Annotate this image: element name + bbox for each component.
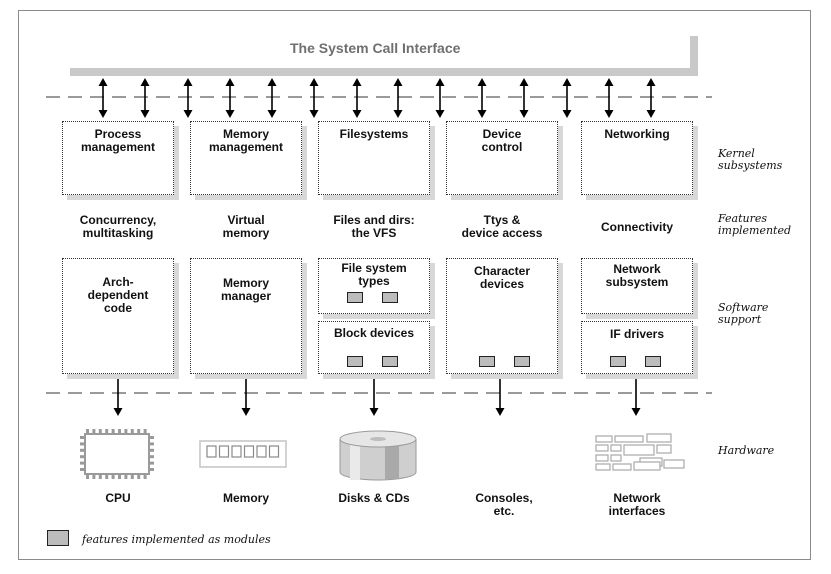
memory-manager-label: Memory manager — [220, 276, 272, 303]
module-square — [347, 356, 363, 367]
hardware-disks-label: Disks & CDs — [338, 491, 410, 505]
module-square — [347, 292, 363, 303]
memory-module-icon — [199, 440, 287, 468]
hardware-down-arrow — [631, 375, 641, 416]
character-devices-label: Character devices — [473, 264, 531, 291]
networking-label: Networking — [604, 127, 670, 141]
hardware-memory-label: Memory — [222, 491, 269, 505]
device-control-label: Device control — [481, 127, 523, 154]
file-system-types-box — [318, 258, 435, 319]
hardware-down-arrow — [113, 375, 123, 416]
syscall-double-arrow — [477, 78, 487, 118]
syscall-double-arrow — [393, 78, 403, 118]
module-square — [382, 356, 398, 367]
legend-label: features implemented as modules — [82, 533, 271, 546]
kernel-subsystems-side-label: Kernel subsystems — [718, 147, 783, 172]
hardware-cpu-label: CPU — [105, 491, 131, 505]
feature-device-access: Ttys & device access — [461, 213, 543, 240]
memory-manager-box — [190, 258, 307, 379]
arch-dependent-code-label: Arch- dependent code — [87, 275, 149, 315]
network-card-icon — [595, 433, 685, 471]
if-drivers-label: IF drivers — [609, 327, 665, 341]
syscall-double-arrow — [519, 78, 529, 118]
syscall-double-arrow — [646, 78, 656, 118]
syscall-double-arrow — [98, 78, 108, 118]
network-subsystem-label: Network subsystem — [605, 262, 669, 289]
feature-virtual-memory: Virtual memory — [222, 213, 270, 240]
module-square — [382, 292, 398, 303]
hardware-down-arrow — [495, 375, 505, 416]
syscall-double-arrow — [140, 78, 150, 118]
feature-concurrency: Concurrency, multitasking — [79, 213, 157, 240]
hardware-network-interfaces-label: Network interfaces — [608, 491, 666, 518]
syscall-double-arrow — [562, 78, 572, 118]
process-management-label: Process management — [80, 127, 156, 154]
software-support-side-label: Software support — [718, 301, 769, 326]
character-devices-box — [446, 258, 563, 379]
cpu-chip-icon — [80, 429, 154, 479]
syscall-double-arrow — [267, 78, 277, 118]
file-system-types-label: File system types — [341, 261, 407, 288]
filesystems-box — [318, 121, 435, 200]
block-devices-label: Block devices — [333, 326, 415, 340]
syscall-double-arrow — [225, 78, 235, 118]
module-square — [610, 356, 626, 367]
hardware-consoles-label: Consoles, etc. — [475, 491, 533, 518]
syscall-double-arrow — [352, 78, 362, 118]
networking-box — [581, 121, 698, 200]
syscall-double-arrow — [309, 78, 319, 118]
feature-connectivity: Connectivity — [600, 220, 673, 234]
features-implemented-side-label: Features implemented — [718, 212, 792, 237]
module-square — [514, 356, 530, 367]
memory-management-label: Memory management — [208, 127, 284, 154]
process-management-box — [62, 121, 179, 200]
legend-module-swatch — [47, 530, 69, 546]
module-square — [645, 356, 661, 367]
disk-drive-icon — [340, 431, 417, 480]
hardware-down-arrow — [241, 375, 251, 416]
feature-vfs: Files and dirs: the VFS — [333, 213, 415, 240]
arch-dependent-code-box — [62, 258, 179, 379]
device-control-box — [446, 121, 563, 200]
if-drivers-box — [581, 321, 698, 379]
memory-management-box — [190, 121, 307, 200]
syscall-double-arrow — [604, 78, 614, 118]
syscall-double-arrow — [183, 78, 193, 118]
hardware-down-arrow — [369, 375, 379, 416]
system-call-interface-title: The System Call Interface — [290, 40, 461, 56]
hardware-side-label: Hardware — [718, 444, 775, 457]
network-subsystem-box — [581, 258, 698, 319]
syscall-double-arrow — [435, 78, 445, 118]
filesystems-label: Filesystems — [339, 127, 409, 141]
block-devices-box — [318, 321, 435, 379]
module-square — [479, 356, 495, 367]
